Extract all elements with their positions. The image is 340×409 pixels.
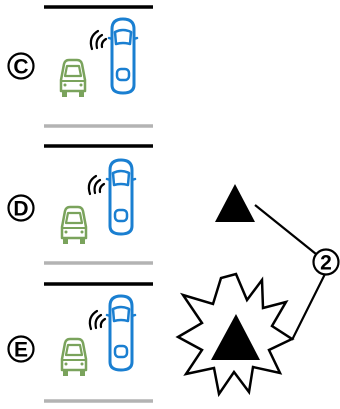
panel-c: C: [7, 5, 153, 128]
warning-triangle-flashing-icon: [211, 314, 260, 360]
sensor-waves-icon: [88, 309, 107, 331]
panel-label: C: [13, 56, 28, 79]
green-car-icon: [60, 337, 88, 378]
panel-label-circle: [7, 194, 35, 222]
blue-car-icon: [105, 294, 137, 372]
callout-line: [291, 273, 326, 341]
blue-car-icon: [107, 17, 139, 95]
green-car-icon: [59, 58, 87, 99]
sensor-waves-icon: [89, 29, 108, 51]
panel-e: E: [7, 282, 153, 403]
panel-label-circle: [7, 52, 35, 80]
callout-line: [254, 204, 317, 255]
callout-label: 2: [320, 252, 332, 275]
panel-d: D: [7, 144, 153, 265]
sensor-waves-icon: [87, 174, 106, 196]
callout-circle: [312, 248, 340, 276]
blue-car-icon: [105, 158, 137, 236]
panel-label: E: [14, 339, 28, 362]
panel-label: D: [13, 198, 28, 221]
green-car-icon: [60, 205, 88, 246]
warning-triangle-icon: [215, 184, 255, 222]
panel-label-circle: [7, 335, 35, 363]
warning-indicators: 2: [175, 184, 340, 398]
